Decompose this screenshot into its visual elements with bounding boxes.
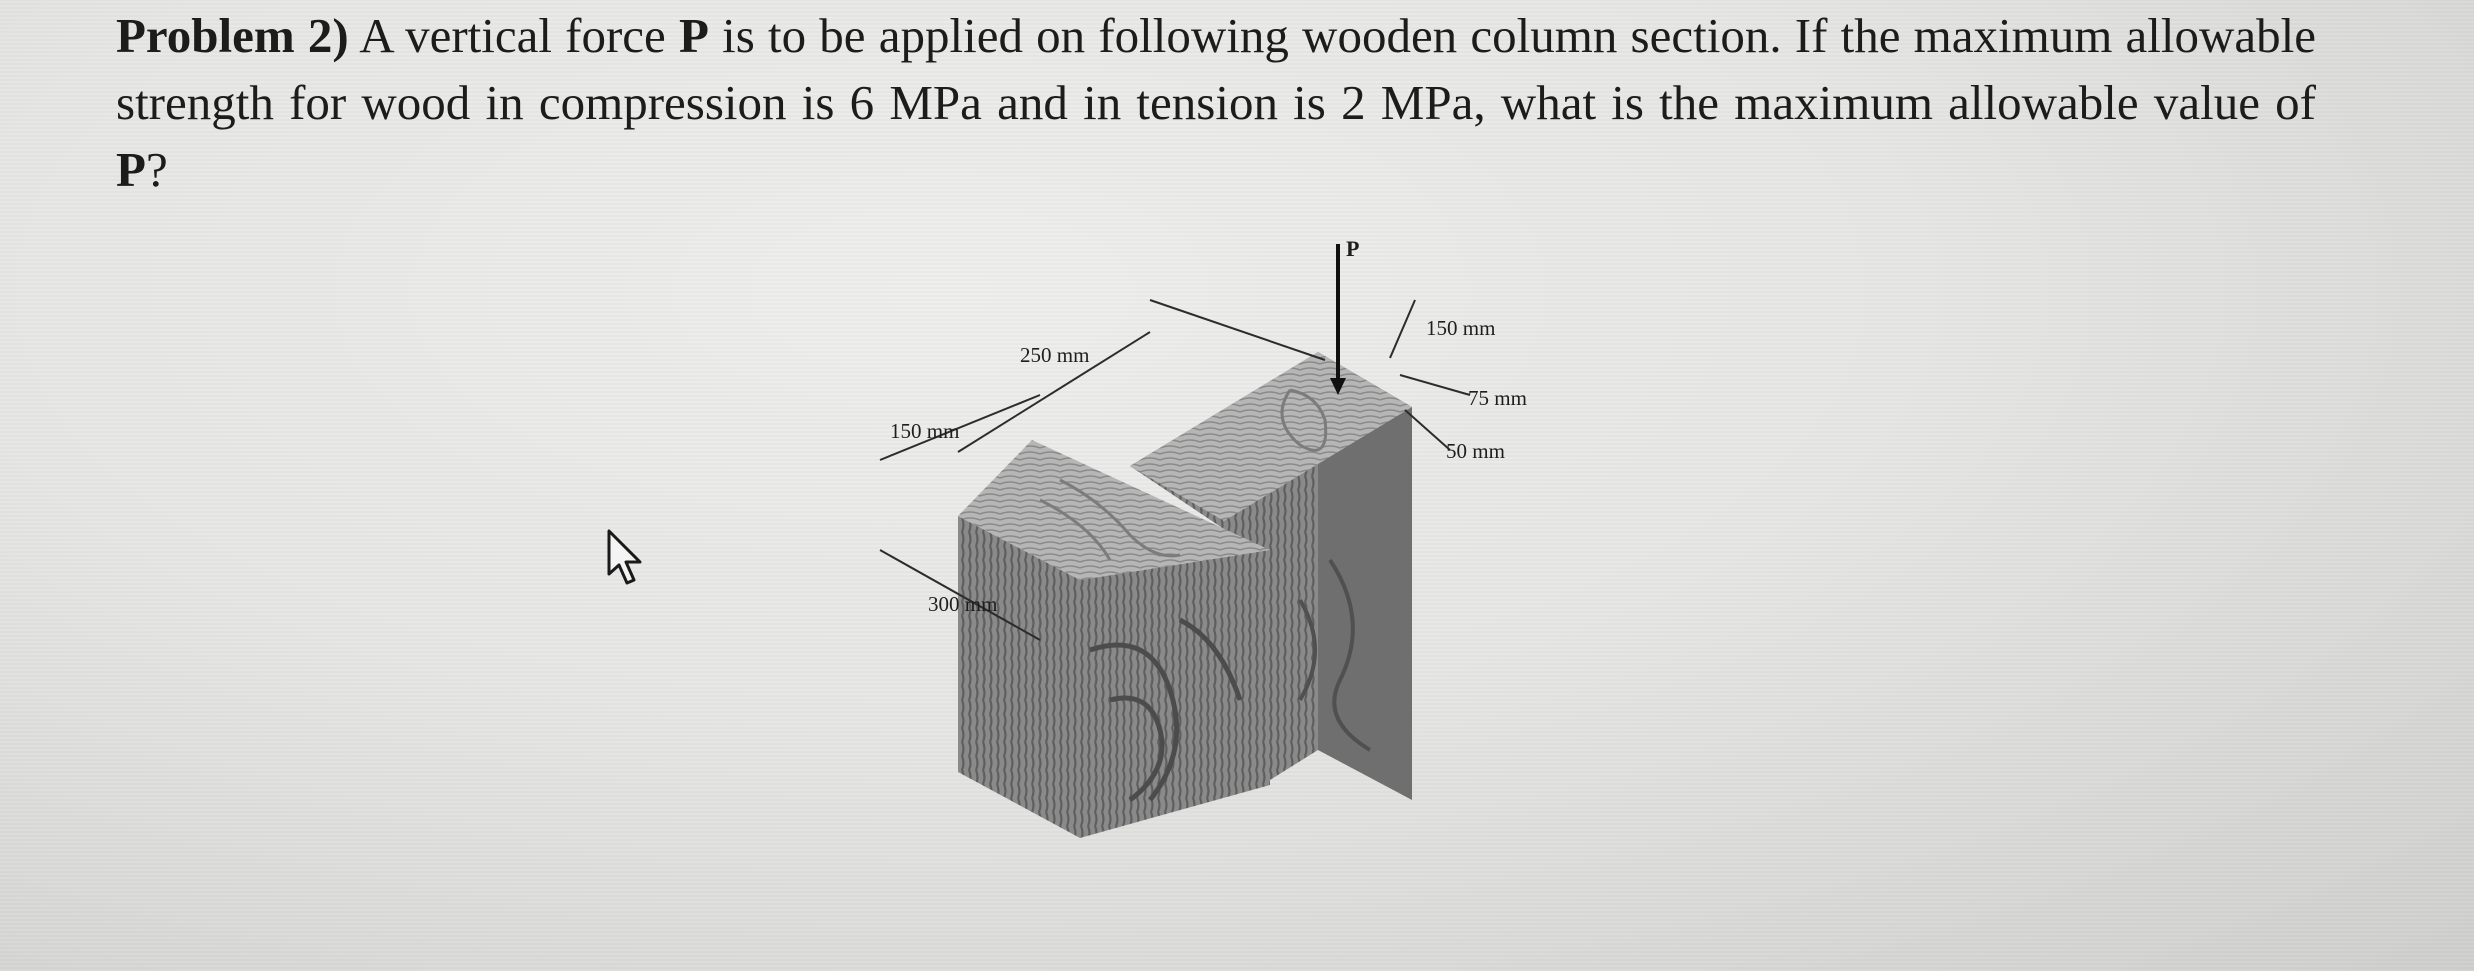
problem-text-part-2: is to be applied on following wooden col… bbox=[116, 8, 2316, 130]
problem-text-part-1: A vertical force bbox=[348, 8, 679, 63]
back-block-face-grain bbox=[1298, 558, 1372, 752]
problem-text-part-3: ? bbox=[145, 142, 168, 197]
front-block bbox=[958, 440, 1270, 838]
dim-line-75 bbox=[1399, 374, 1471, 396]
dim-line-300 bbox=[879, 549, 1041, 641]
dim-label-250: 250 mm bbox=[1020, 343, 1089, 367]
front-block-right-face bbox=[1080, 550, 1270, 838]
force-symbol-end: P bbox=[116, 142, 146, 197]
dim-label-150-left: 150 mm bbox=[890, 419, 959, 443]
dim-label-75: 75 mm bbox=[1468, 386, 1527, 410]
dim-line-250-right bbox=[1149, 299, 1326, 361]
dim-line-250-left bbox=[957, 331, 1151, 453]
force-symbol: P bbox=[679, 8, 709, 63]
dimension-labels: P 250 mm 150 mm 300 mm 150 mm 75 mm 50 m… bbox=[890, 236, 1527, 616]
dimension-lines bbox=[879, 299, 1471, 641]
back-block bbox=[1130, 352, 1412, 800]
dim-line-150-right bbox=[1389, 299, 1416, 359]
force-arrow-head bbox=[1330, 378, 1346, 395]
dim-label-150-right: 150 mm bbox=[1426, 316, 1495, 340]
dim-label-50: 50 mm bbox=[1446, 439, 1505, 463]
problem-statement: Problem 2) A vertical force P is to be a… bbox=[116, 2, 2316, 203]
dim-label-300: 300 mm bbox=[928, 592, 997, 616]
mouse-pointer-icon bbox=[607, 529, 642, 585]
front-block-top-grain bbox=[1039, 478, 1181, 561]
front-block-front-face bbox=[958, 516, 1080, 838]
back-block-top-grain bbox=[1280, 388, 1328, 452]
front-block-face-grain bbox=[1089, 617, 1243, 802]
back-block-right-face bbox=[1318, 352, 1412, 800]
force-label: P bbox=[1346, 236, 1359, 261]
front-block-top-face bbox=[958, 440, 1270, 580]
dim-line-150-left bbox=[879, 394, 1041, 461]
force-arrow bbox=[1330, 244, 1346, 395]
problem-heading: Problem 2) bbox=[116, 8, 349, 63]
dim-line-50 bbox=[1404, 409, 1451, 451]
back-block-top-face bbox=[1130, 352, 1412, 521]
